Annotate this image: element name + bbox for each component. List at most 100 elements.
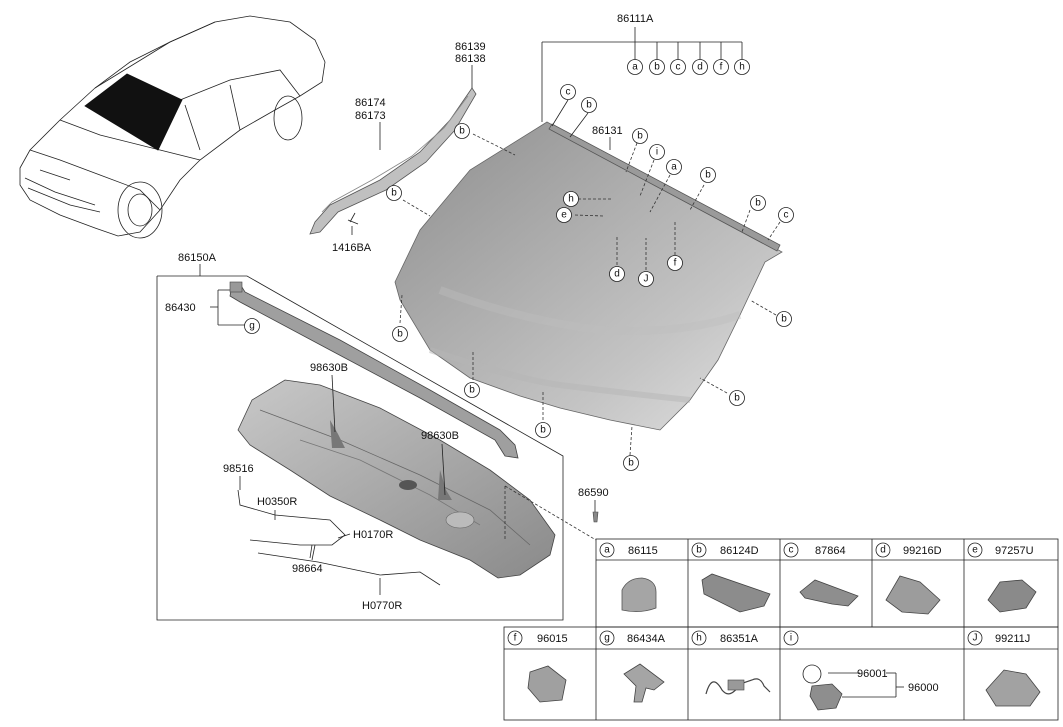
svg-text:97257U: 97257U	[995, 545, 1034, 557]
callout-b-9: b	[464, 382, 480, 398]
leader-lines	[199, 27, 743, 595]
svg-text:b: b	[628, 458, 634, 469]
label-98664: 98664	[292, 563, 323, 575]
callout-c-top: c	[670, 59, 686, 75]
svg-text:c: c	[676, 62, 681, 73]
legend-cell-c: c 87864	[783, 542, 846, 558]
legend-cell-i: i	[783, 630, 799, 646]
part-86434A-illustration	[623, 663, 665, 703]
part-99216D-illustration	[885, 575, 941, 615]
svg-text:i: i	[790, 633, 792, 644]
callout-b-11: b	[535, 422, 551, 438]
svg-text:b: b	[755, 198, 761, 209]
legend-cell-f: f 96015	[507, 630, 568, 646]
label-H0350R: H0350R	[257, 496, 297, 508]
legend-cell-h: h 86351A	[691, 630, 759, 646]
callout-a-top: a	[627, 59, 643, 75]
svg-text:i: i	[656, 147, 658, 158]
part-87864-illustration	[799, 579, 859, 607]
svg-text:99216D: 99216D	[903, 545, 942, 557]
label-86139: 86139	[455, 41, 486, 53]
callout-h-1: h	[563, 191, 579, 207]
vehicle-illustration	[19, 15, 326, 239]
svg-text:g: g	[249, 321, 255, 332]
label-1416BA: 1416BA	[332, 242, 372, 254]
label-86174: 86174	[355, 97, 386, 109]
svg-text:f: f	[720, 62, 723, 73]
callout-b-top: b	[649, 59, 665, 75]
legend-cell-g: g 86434A	[599, 630, 666, 646]
part-labels: 86111A 86139 86138 86174 86173 86131 141…	[165, 13, 654, 612]
svg-text:b: b	[705, 170, 711, 181]
legend-cell-a: a 86115	[599, 542, 658, 558]
label-86138: 86138	[455, 53, 486, 65]
part-i-illustration: 96001 96000	[802, 664, 939, 711]
callout-b-3: b	[632, 128, 648, 144]
callout-b-2: b	[454, 123, 470, 139]
label-H0170R: H0170R	[353, 529, 393, 541]
label-98630B-2: 98630B	[421, 430, 459, 442]
cowl-assembly-box	[156, 275, 564, 621]
callout-g-1: g	[244, 318, 260, 334]
svg-text:g: g	[604, 633, 610, 644]
callout-f-top: f	[713, 59, 729, 75]
part-97257U-illustration	[987, 579, 1037, 613]
callout-b-10: b	[729, 390, 745, 406]
callout-e-1: e	[556, 207, 572, 223]
callout-c-2: c	[778, 207, 794, 223]
callout-a-1: a	[666, 159, 682, 175]
svg-text:b: b	[391, 188, 397, 199]
svg-text:e: e	[561, 210, 567, 221]
callouts: a b c d f h c b b b i a b b h b e c f d …	[244, 59, 794, 471]
svg-text:b: b	[781, 314, 787, 325]
svg-text:d: d	[614, 269, 620, 280]
svg-text:b: b	[637, 131, 643, 142]
svg-text:b: b	[540, 425, 546, 436]
svg-text:86124D: 86124D	[720, 545, 759, 557]
svg-text:86351A: 86351A	[720, 633, 759, 645]
cowl-top-cover	[229, 283, 519, 459]
label-96001: 96001	[857, 668, 888, 680]
label-98516: 98516	[223, 463, 254, 475]
pointer-lines	[399, 133, 781, 541]
label-96000: 96000	[908, 682, 939, 694]
svg-text:b: b	[397, 329, 403, 340]
legend-cell-b: b 86124D	[691, 542, 759, 558]
svg-text:c: c	[784, 210, 789, 221]
callout-f-1: f	[667, 255, 683, 271]
svg-text:b: b	[734, 393, 740, 404]
svg-text:87864: 87864	[815, 545, 846, 557]
side-moulding-outer	[309, 87, 477, 235]
part-86124D-illustration	[701, 573, 771, 613]
callout-c-1: c	[560, 84, 576, 100]
label-86111A: 86111A	[617, 13, 654, 25]
label-86150A: 86150A	[178, 252, 217, 264]
svg-text:J: J	[644, 274, 649, 285]
callout-h-top: h	[734, 59, 750, 75]
callout-b-7: b	[776, 311, 792, 327]
callout-b-12: b	[623, 455, 639, 471]
label-86430: 86430	[165, 302, 196, 314]
callout-b-6: b	[750, 195, 766, 211]
svg-text:h: h	[739, 62, 745, 73]
label-86131: 86131	[592, 125, 623, 137]
svg-text:f: f	[514, 633, 517, 644]
svg-text:h: h	[568, 194, 574, 205]
legend-cell-e: e 97257U	[967, 542, 1034, 558]
svg-text:96015: 96015	[537, 633, 568, 645]
svg-text:b: b	[469, 385, 475, 396]
svg-text:d: d	[697, 62, 703, 73]
callout-d-1: d	[609, 266, 625, 282]
label-98630B-1: 98630B	[310, 362, 348, 374]
callout-b-5: b	[386, 185, 402, 201]
svg-text:b: b	[696, 545, 702, 556]
callout-d-top: d	[692, 59, 708, 75]
svg-text:99211J: 99211J	[995, 633, 1030, 645]
svg-text:a: a	[604, 545, 610, 556]
callout-J-1: J	[638, 271, 654, 287]
windshield-highlight	[84, 73, 183, 151]
svg-text:e: e	[972, 545, 978, 556]
legend-cell-d: d 99216D	[875, 542, 942, 558]
svg-text:b: b	[459, 126, 465, 137]
